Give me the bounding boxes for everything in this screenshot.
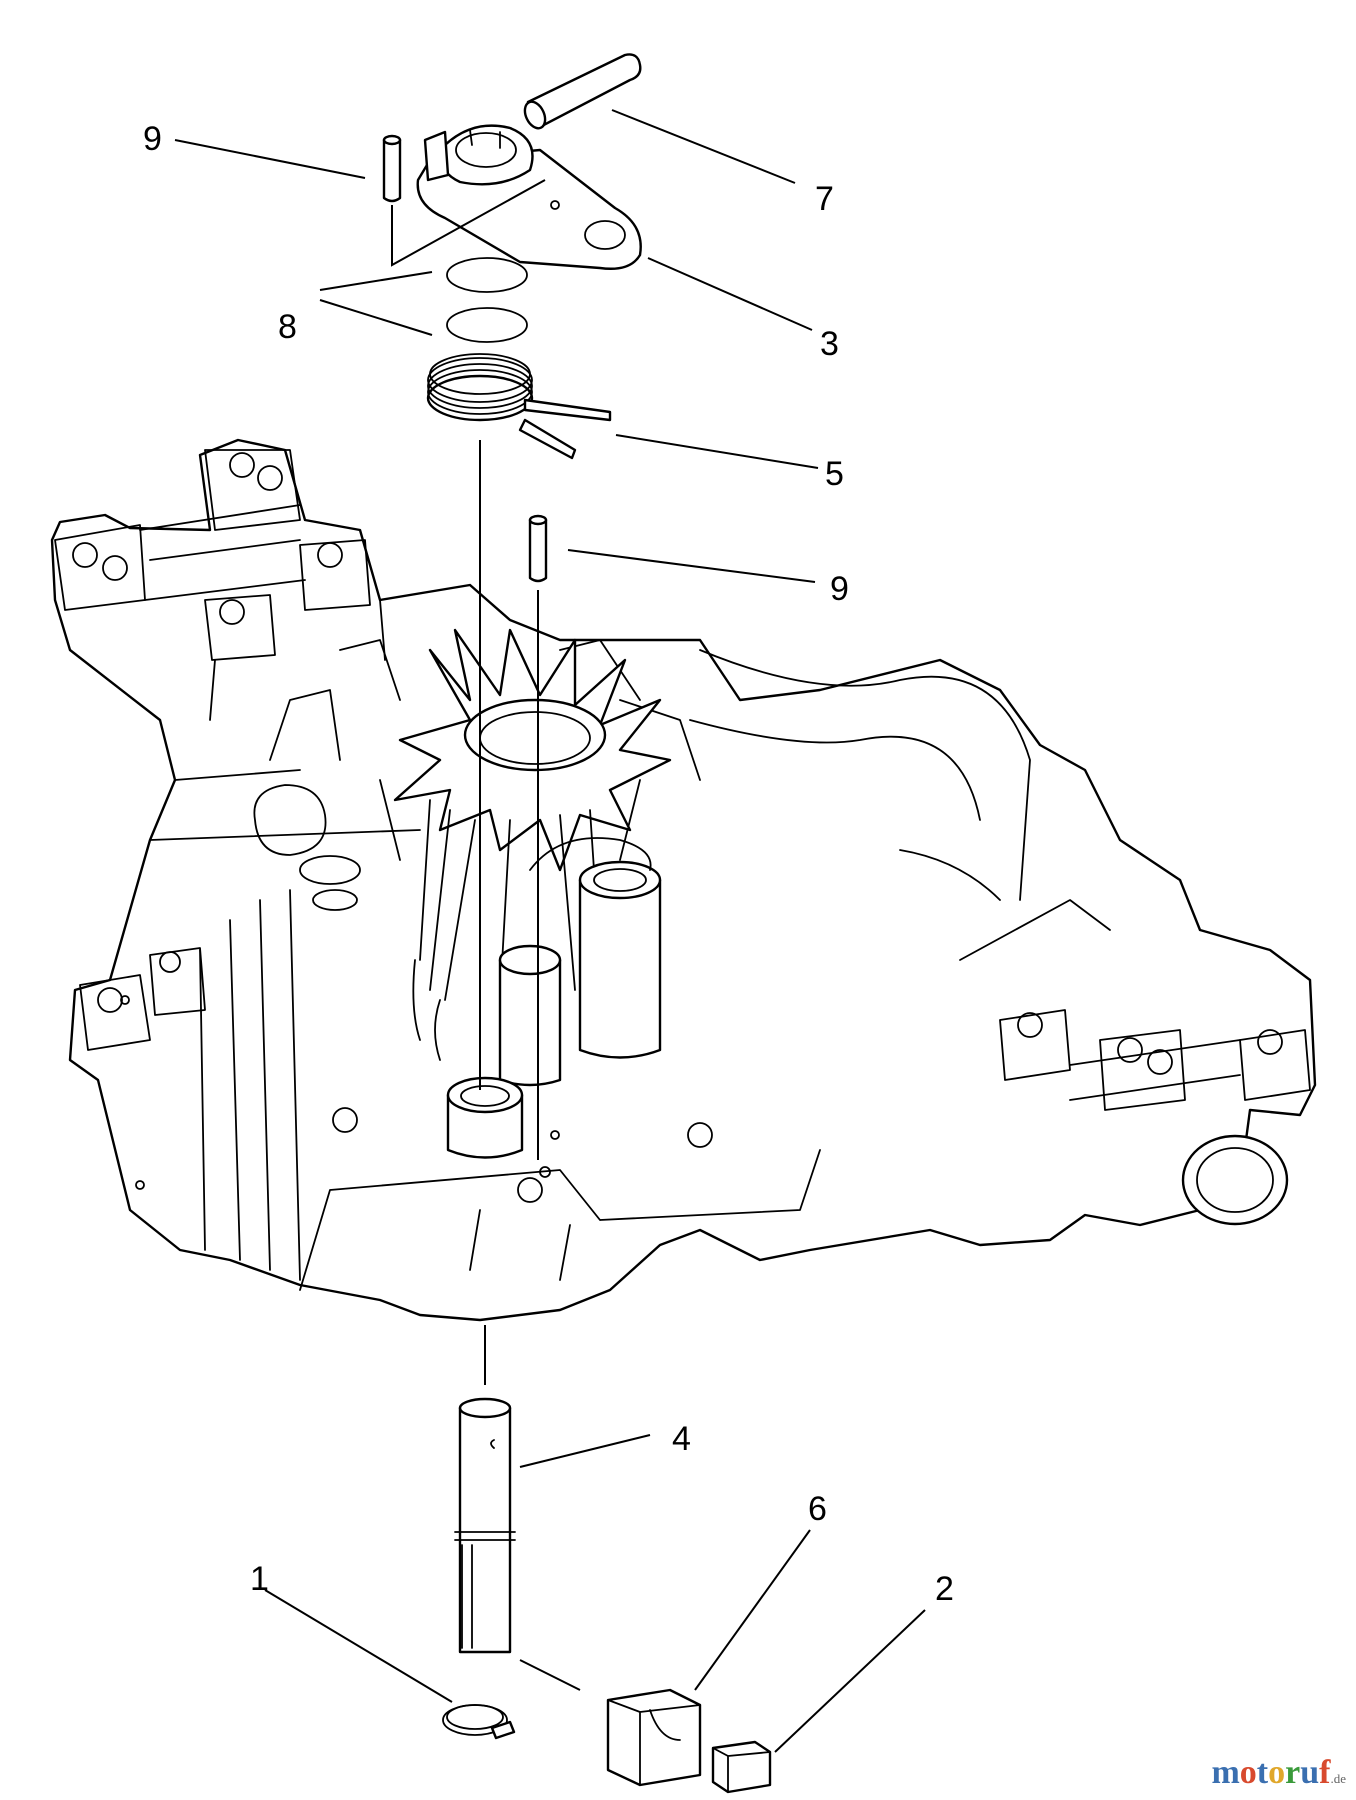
watermark-suffix: .de	[1330, 1771, 1346, 1786]
callout-6: 6	[808, 1490, 827, 1528]
watermark-letter: t	[1256, 1754, 1269, 1791]
part-5-torsion-spring	[426, 353, 612, 460]
part-4-shaft	[454, 1397, 516, 1654]
housing-tube-bosses	[498, 837, 662, 1087]
callout-3: 3	[820, 325, 839, 363]
watermark-logo: motoruf.de	[1211, 1754, 1346, 1792]
part-7-rod	[523, 53, 642, 130]
part-6-block	[606, 1688, 702, 1787]
watermark-letter: u	[1300, 1754, 1320, 1791]
part-9-lower-pin	[528, 514, 548, 583]
callout-labels: 9 7 8 3 5 9 4 6 1 2	[143, 120, 954, 1608]
callout-8: 8	[278, 308, 297, 346]
callout-1: 1	[250, 1560, 269, 1598]
part-9-upper-pin	[382, 134, 402, 203]
watermark-letter: o	[1268, 1754, 1286, 1791]
watermark-letter: f	[1319, 1754, 1331, 1791]
callout-leaders	[174, 109, 926, 1753]
center-boss-with-fins	[393, 628, 672, 1061]
part-1-circlip	[442, 1704, 516, 1740]
part-2-small-block	[711, 1740, 772, 1794]
lower-bushing-boss	[446, 1076, 551, 1178]
part-8-o-rings	[446, 257, 528, 343]
callout-2: 2	[935, 1570, 954, 1608]
callout-4: 4	[672, 1420, 691, 1458]
transaxle-housing	[50, 438, 1317, 1322]
watermark-letter: o	[1239, 1754, 1257, 1791]
watermark-letter: r	[1285, 1754, 1301, 1791]
callout-9-upper: 9	[143, 120, 162, 158]
part-3-lever-arm	[416, 124, 642, 270]
watermark-letter: m	[1211, 1754, 1240, 1791]
callout-9-lower: 9	[830, 570, 849, 608]
callout-5: 5	[825, 455, 844, 493]
assembly-lines	[391, 179, 581, 1691]
callout-7: 7	[815, 180, 834, 218]
